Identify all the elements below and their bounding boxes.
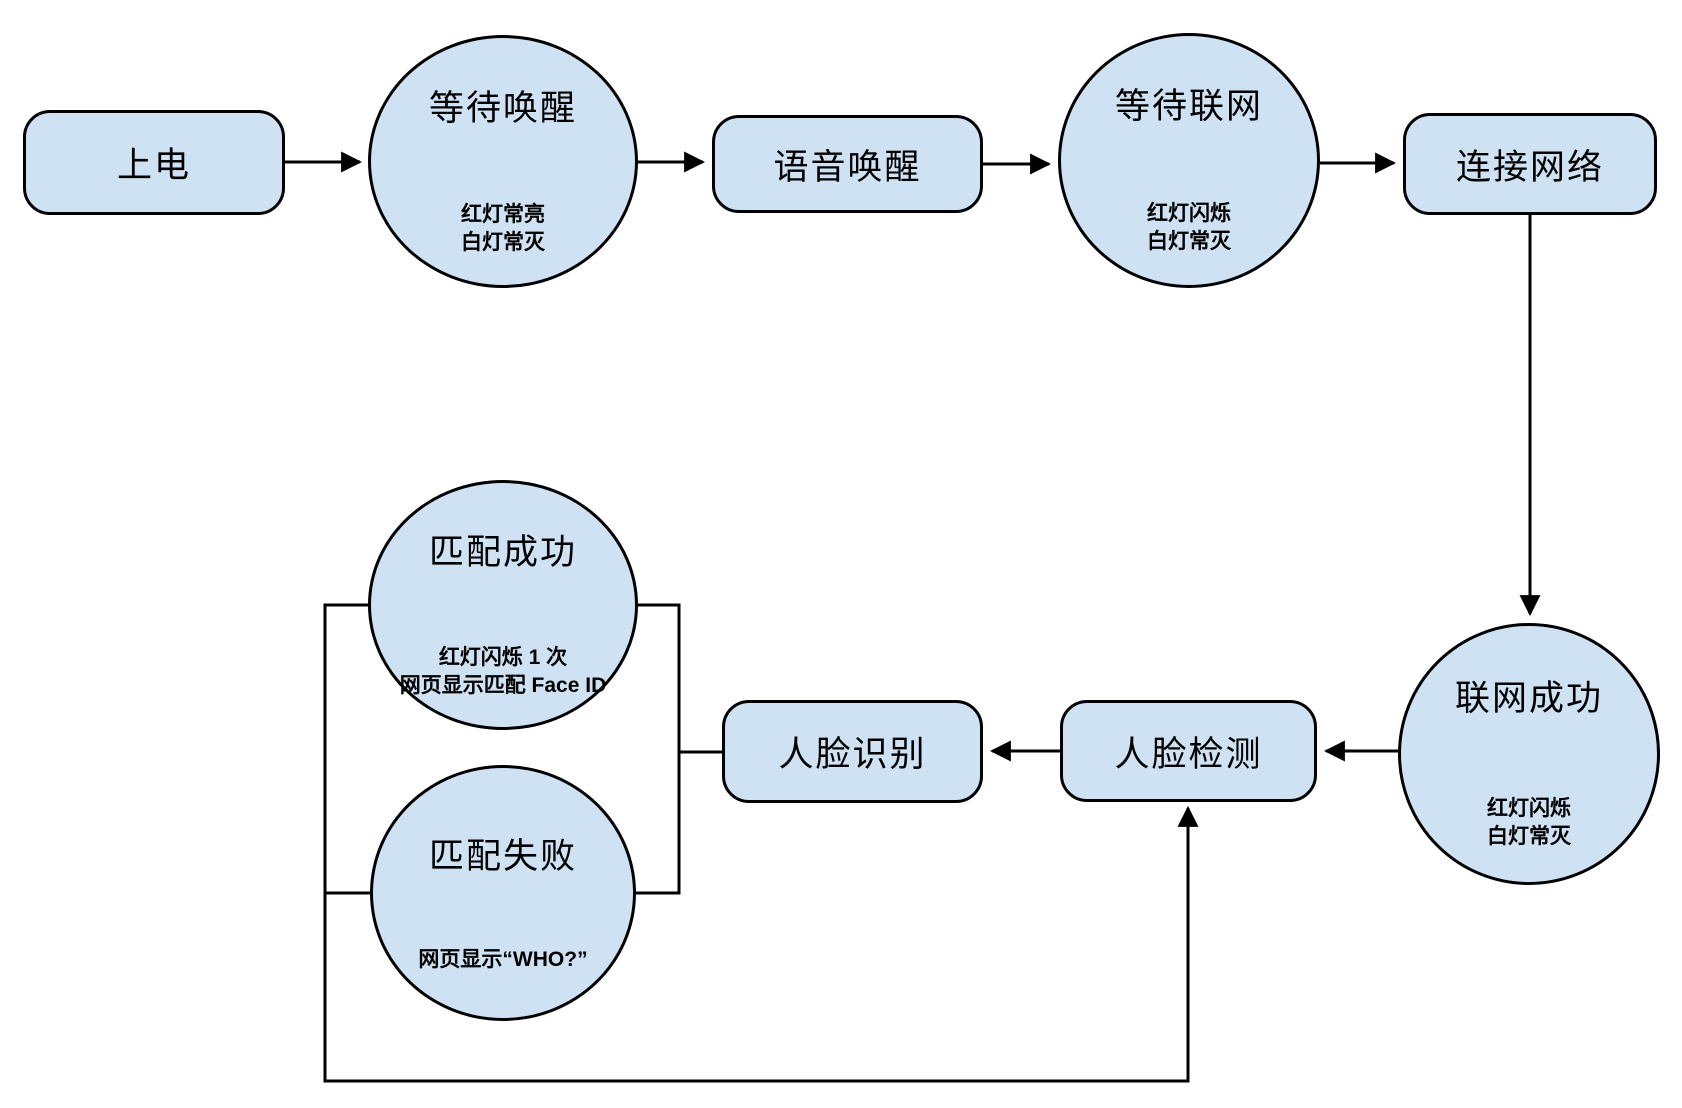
node-match-fail-note: 网页显示“WHO?”	[418, 947, 588, 971]
node-connect-network-label: 连接网络	[1455, 147, 1604, 187]
node-voice-wake: 语音唤醒	[712, 115, 983, 213]
node-power-on: 上电	[23, 110, 285, 215]
node-voice-wake-label: 语音唤醒	[773, 147, 922, 187]
node-match-fail-label: 匹配失败	[428, 837, 577, 876]
node-match-success-note: 红灯闪烁 1 次 网页显示匹配 Face ID	[399, 646, 607, 697]
node-network-success-note: 红灯闪烁 白灯常灭	[1487, 796, 1571, 848]
node-face-detect-label: 人脸检测	[1114, 734, 1263, 774]
node-power-on-label: 上电	[116, 146, 191, 185]
node-face-recognize: 人脸识别	[722, 700, 983, 803]
node-network-success-label: 联网成功	[1454, 678, 1603, 718]
node-face-detect: 人脸检测	[1060, 700, 1317, 802]
edge-loop-back-to-facedetect	[323, 603, 1199, 1083]
node-wait-wake-note: 红灯常亮 白灯常灭	[461, 203, 545, 254]
node-match-success-label: 匹配成功	[428, 533, 577, 573]
edge-bracket-right	[636, 603, 681, 895]
node-face-recognize-label: 人脸识别	[778, 735, 927, 774]
node-wait-wake-label: 等待唤醒	[428, 88, 577, 128]
node-wait-network: 等待联网 红灯闪烁 白灯常灭	[1058, 33, 1320, 288]
node-match-success: 匹配成功 红灯闪烁 1 次 网页显示匹配 Face ID	[368, 480, 638, 730]
node-wait-network-label: 等待联网	[1114, 87, 1263, 127]
node-wait-network-note: 红灯闪烁 白灯常灭	[1147, 202, 1231, 254]
node-network-success: 联网成功 红灯闪烁 白灯常灭	[1398, 623, 1660, 885]
node-wait-wake: 等待唤醒 红灯常亮 白灯常灭	[368, 35, 638, 288]
node-connect-network: 连接网络	[1403, 113, 1657, 215]
node-match-fail: 匹配失败 网页显示“WHO?”	[370, 765, 636, 1021]
